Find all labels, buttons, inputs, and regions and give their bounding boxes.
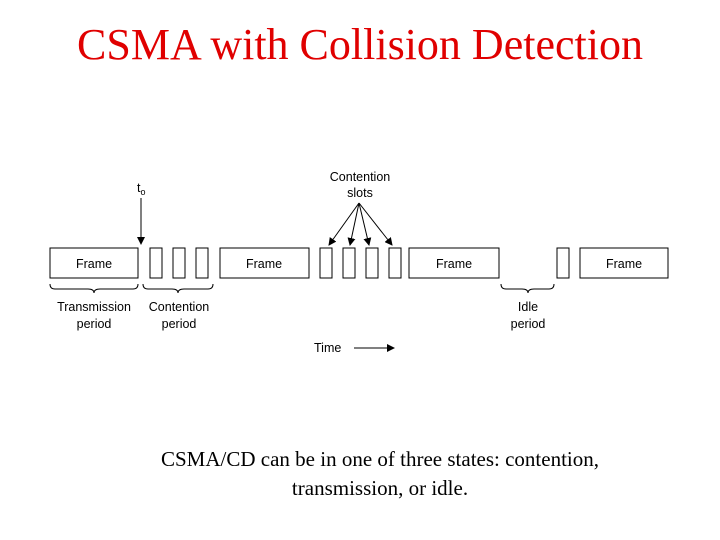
t0-subscript: o (140, 187, 145, 197)
idle-period-label-line1: Idle (518, 300, 538, 314)
contention-period-label-line2: period (162, 317, 197, 331)
idle-period-label-line2: period (511, 317, 546, 331)
period-braces (49, 283, 555, 294)
contention-slot (365, 247, 379, 279)
contention-period-brace (142, 283, 214, 294)
frame-label-2: Frame (246, 257, 282, 271)
idle-period-brace (500, 283, 555, 294)
slot-arrow (358, 202, 393, 246)
contention-slot (319, 247, 333, 279)
frame-label-1: Frame (76, 257, 112, 271)
transmission-period-brace (49, 283, 139, 294)
contention-slot (195, 247, 209, 279)
frame-box-4 (579, 247, 669, 279)
slot-arrow (328, 202, 360, 246)
contention-slot (388, 247, 402, 279)
contention-slots-label-line1: Contention (330, 170, 391, 184)
slide-title: CSMA with Collision Detection (77, 20, 643, 69)
caption-line-1: CSMA/CD can be in one of three states: c… (161, 447, 599, 471)
caption: CSMA/CD can be in one of three states: c… (80, 445, 680, 503)
contention-period-label-line1: Contention (149, 300, 210, 314)
contention-slot (172, 247, 186, 279)
frame-box-1 (49, 247, 139, 279)
frame-label-4: Frame (606, 257, 642, 271)
contention-slots-label-line2: slots (347, 186, 373, 200)
frame-box-2 (219, 247, 310, 279)
slot-arrow (347, 202, 360, 246)
t0-label: to (137, 181, 146, 197)
contention-slot (342, 247, 356, 279)
transmission-period-label-line1: Transmission (57, 300, 131, 314)
time-label: Time (314, 341, 341, 355)
contention-slot (556, 247, 570, 279)
timeline (49, 247, 669, 279)
caption-line-2: transmission, or idle. (291, 476, 469, 500)
transmission-period-label-line2: period (77, 317, 112, 331)
contention-slot-arrows (328, 202, 393, 246)
t0-letter: t (137, 181, 141, 195)
frame-box-3 (408, 247, 500, 279)
slot-arrow (358, 202, 372, 246)
frame-label-3: Frame (436, 257, 472, 271)
contention-slot (149, 247, 163, 279)
